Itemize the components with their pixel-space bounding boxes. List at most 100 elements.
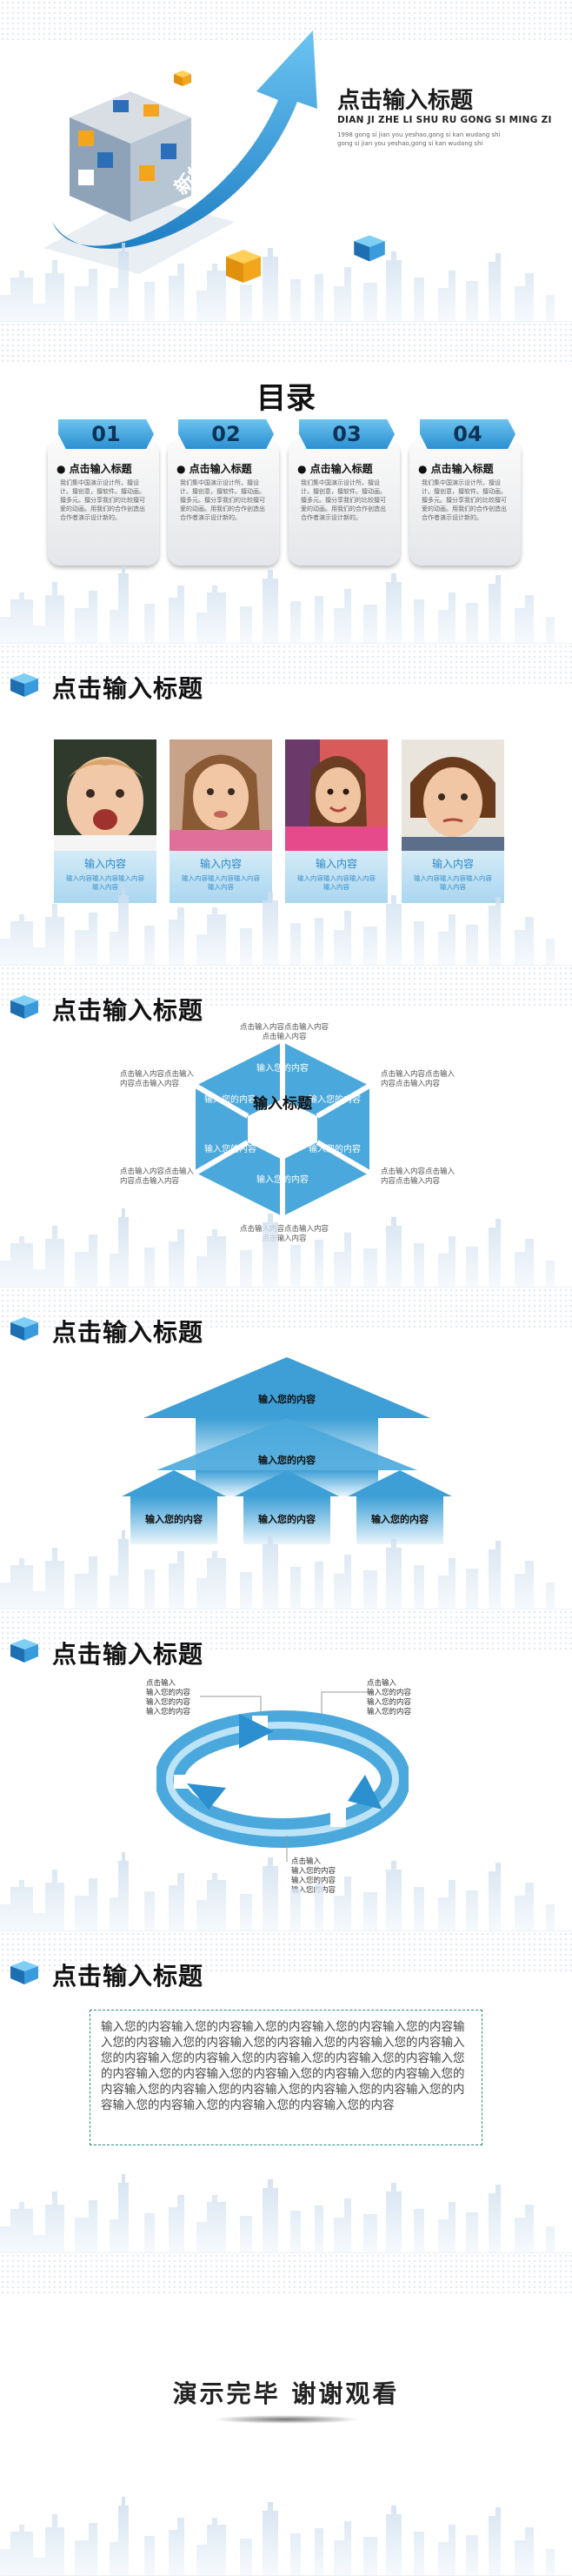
card-number: 03 (299, 419, 395, 449)
caption-text: 输入内容输入内容输入内容输入内容 (297, 874, 376, 891)
section-title[interactable]: 点击输入标题 (52, 1962, 204, 1991)
hex-segment-text[interactable]: 输入您的内容 (309, 1145, 361, 1154)
card-heading: ● 点击输入标题 (176, 463, 252, 475)
slide-toc: 目录 01 ● 点击输入标题 我们集中国演示设计所。擅设计。擅创意，擅软件。擅动… (0, 322, 572, 644)
card-heading: ● 点击输入标题 (57, 463, 132, 475)
hex-caption: 点击输入内容点击输入内容点击输入内容 (120, 1168, 195, 1186)
dot-pattern (0, 644, 572, 686)
card-number: 04 (420, 419, 515, 449)
hex-caption: 点击输入内容点击输入内容点击输入内容 (120, 1070, 195, 1088)
cover-title[interactable]: 点击输入标题 (337, 88, 474, 114)
house-room-text[interactable]: 输入您的内容 (145, 1514, 203, 1525)
cycle-arrows-diagram (156, 1710, 409, 1848)
section-title[interactable]: 点击输入标题 (52, 996, 204, 1025)
house-room-text[interactable]: 输入您的内容 (258, 1514, 316, 1525)
dot-pattern (0, 1931, 572, 1973)
card-number: 01 (58, 419, 154, 449)
section-header: 点击输入标题 (9, 1954, 235, 1991)
house-middle-text[interactable]: 输入您的内容 (258, 1455, 316, 1466)
city-skyline (0, 2497, 555, 2575)
photo-caption[interactable]: 输入内容输入内容输入内容输入内容输入内容 (402, 851, 504, 903)
section-header: 点击输入标题 (9, 1310, 235, 1347)
child-photo (402, 739, 504, 851)
cycle-note[interactable]: 点击输入输入您的内容 输入您的内容 输入您的内容 (146, 1679, 207, 1717)
hex-segment-text[interactable]: 输入您的内容 (204, 1095, 256, 1105)
city-skyline (0, 2174, 555, 2252)
note-lines: 输入您的内容 输入您的内容 输入您的内容 (367, 1689, 412, 1716)
hex-caption: 点击输入内容点击输入内容点击输入内容 (239, 1225, 329, 1243)
hex-segment-text[interactable]: 输入您的内容 (256, 1175, 309, 1185)
caption-text: 输入内容输入内容输入内容输入内容 (66, 874, 144, 891)
card-number: 02 (178, 419, 274, 449)
slide-photos: 点击输入标题 输入内容输入内容输入内容输入内容输入内容 输入内容输入内容输入内容… (0, 644, 572, 966)
note-head: 点击输入 (367, 1679, 397, 1688)
cube-icon (9, 672, 40, 698)
child-photo (170, 739, 272, 851)
caption-text: 输入内容输入内容输入内容输入内容 (414, 874, 492, 891)
cube-icon (9, 994, 40, 1020)
cube-icon (9, 1959, 40, 1985)
card-heading: ● 点击输入标题 (297, 463, 373, 475)
body-text-box[interactable]: 输入您的内容输入您的内容输入您的内容输入您的内容输入您的内容输入您的内容输入您的… (90, 2010, 482, 2145)
note-head: 点击输入 (146, 1679, 176, 1688)
caption-title: 输入内容 (199, 858, 242, 870)
house-room-text[interactable]: 输入您的内容 (371, 1514, 429, 1525)
toc-card[interactable]: 03 ● 点击输入标题 我们集中国演示设计所。擅设计。擅创意，擅软件。擅动画。擅… (289, 419, 400, 565)
toc-card[interactable]: 02 ● 点击输入标题 我们集中国演示设计所。擅设计。擅创意，擅软件。擅动画。擅… (168, 419, 279, 565)
city-skyline (0, 243, 555, 321)
dot-pattern (0, 1288, 572, 1329)
cycle-callout-lines (200, 1691, 374, 1862)
toc-card[interactable]: 01 ● 点击输入标题 我们集中国演示设计所。擅设计。擅创意，擅软件。擅动画。擅… (48, 419, 159, 565)
toc-title[interactable]: 目录 (256, 381, 316, 416)
hex-segment-text[interactable]: 输入您的内容 (256, 1064, 309, 1074)
note-lines: 输入您的内容 输入您的内容 输入您的内容 (146, 1689, 191, 1716)
slide-cycle: 点击输入标题 点击输入输入您的内容 输入您的内容 输入您的内容 点击输入输入您的… (0, 1609, 572, 1931)
photo-caption[interactable]: 输入内容输入内容输入内容输入内容输入内容 (285, 851, 388, 903)
hex-segment-text[interactable]: 输入您的内容 (204, 1145, 256, 1154)
dot-pattern (0, 0, 572, 42)
section-title[interactable]: 点击输入标题 (52, 1318, 204, 1347)
section-title[interactable]: 点击输入标题 (52, 674, 204, 703)
cover-pinyin: DIAN JI ZHE LI SHU RU GONG SI MING ZI (337, 115, 552, 125)
slide-house: 点击输入标题 输入您的内容 输入您的内容 输入您的内容 输入您的内容 输入您的内… (0, 1288, 572, 1609)
caption-title: 输入内容 (431, 858, 474, 870)
slide-text: 点击输入标题 输入您的内容输入您的内容输入您的内容输入您的内容输入您的内容输入您… (0, 1931, 572, 2253)
hex-caption: 点击输入内容点击输入内容点击输入内容 (239, 1023, 329, 1041)
hex-caption: 点击输入内容点击输入内容点击输入内容 (381, 1168, 456, 1186)
city-skyline (0, 1530, 555, 1609)
house-diagram (122, 1357, 452, 1544)
rubik-cube (70, 91, 191, 222)
thanks-text[interactable]: 演示完毕 谢谢观看 (172, 2379, 400, 2408)
city-skyline (0, 887, 555, 965)
cycle-note[interactable]: 点击输入输入您的内容 输入您的内容 输入您的内容 (291, 1857, 352, 1896)
dot-pattern (0, 1609, 572, 1651)
cycle-note[interactable]: 点击输入输入您的内容 输入您的内容 输入您的内容 (367, 1679, 428, 1717)
section-title[interactable]: 点击输入标题 (52, 1640, 204, 1669)
note-lines: 输入您的内容 输入您的内容 输入您的内容 (291, 1867, 336, 1895)
slide-thanks: 演示完毕 谢谢观看 (0, 2253, 572, 2576)
photo-caption[interactable]: 输入内容输入内容输入内容输入内容输入内容 (54, 851, 156, 903)
rising-arrow (52, 30, 317, 249)
caption-text: 输入内容输入内容输入内容输入内容 (182, 874, 260, 891)
toc-card[interactable]: 04 ● 点击输入标题 我们集中国演示设计所。擅设计。擅创意，擅软件。擅动画。擅… (409, 419, 521, 565)
caption-title: 输入内容 (315, 858, 357, 870)
city-skyline (0, 1208, 555, 1287)
hex-segment-text[interactable]: 输入您的内容 (309, 1095, 361, 1105)
dot-pattern (0, 322, 572, 364)
hexagon-diagram (194, 1042, 371, 1216)
card-text: 我们集中国演示设计所。擅设计。擅创意，擅软件。擅动画。擅多元。擅分享我们的比较擅… (422, 479, 507, 521)
hex-center-title[interactable]: 输入标题 (253, 1095, 312, 1113)
slide-cover: 新的起点 点击输入标题 DIAN JI ZHE LI SHU RU GONG S… (0, 0, 572, 322)
card-text: 我们集中国演示设计所。擅设计。擅创意，擅软件。擅动画。擅多元。擅分享我们的比较擅… (60, 479, 145, 521)
floating-cube-orange (226, 250, 261, 283)
photo-caption[interactable]: 输入内容输入内容输入内容输入内容输入内容 (170, 851, 272, 903)
cube-arrow-illustration: 新的起点 (43, 30, 317, 283)
city-skyline (0, 565, 555, 643)
house-roof-text[interactable]: 输入您的内容 (258, 1394, 316, 1405)
card-heading: ● 点击输入标题 (418, 463, 494, 475)
child-photo (285, 739, 388, 851)
cover-subtext: 1998 gong si jian you yeshao,gong si kan… (337, 131, 501, 147)
slide-hexagon: 点击输入标题 输入您的内容 输入您的内容 输入您的内容 输入您的内容 输入您的内… (0, 966, 572, 1288)
dot-pattern (0, 966, 572, 1007)
city-skyline (0, 1852, 555, 1930)
